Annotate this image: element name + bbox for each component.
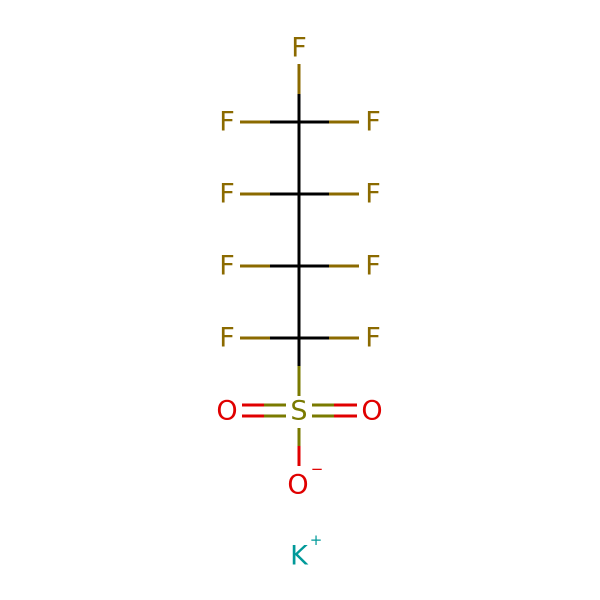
- charge-o-bottom: −: [311, 460, 324, 478]
- atom-f1-right: F: [365, 107, 381, 138]
- atom-potassium: K: [290, 541, 309, 572]
- atom-o-right: O: [361, 396, 382, 427]
- charge-potassium: +: [310, 531, 323, 549]
- bond-s-o-left-double: [242, 403, 286, 418]
- atom-sulfur: S: [290, 396, 307, 427]
- atom-f1-left: F: [219, 107, 235, 138]
- atom-f2-left: F: [219, 179, 235, 210]
- atom-f2-right: F: [365, 179, 381, 210]
- atom-o-left: O: [216, 396, 237, 427]
- atom-f3-right: F: [365, 251, 381, 282]
- atom-f4-right: F: [365, 323, 381, 354]
- atom-f3-left: F: [219, 251, 235, 282]
- atom-o-bottom: O: [287, 470, 308, 501]
- bond-s-o-right-double: [312, 403, 357, 418]
- atom-f4-left: F: [219, 323, 235, 354]
- atom-f-top: F: [291, 33, 307, 64]
